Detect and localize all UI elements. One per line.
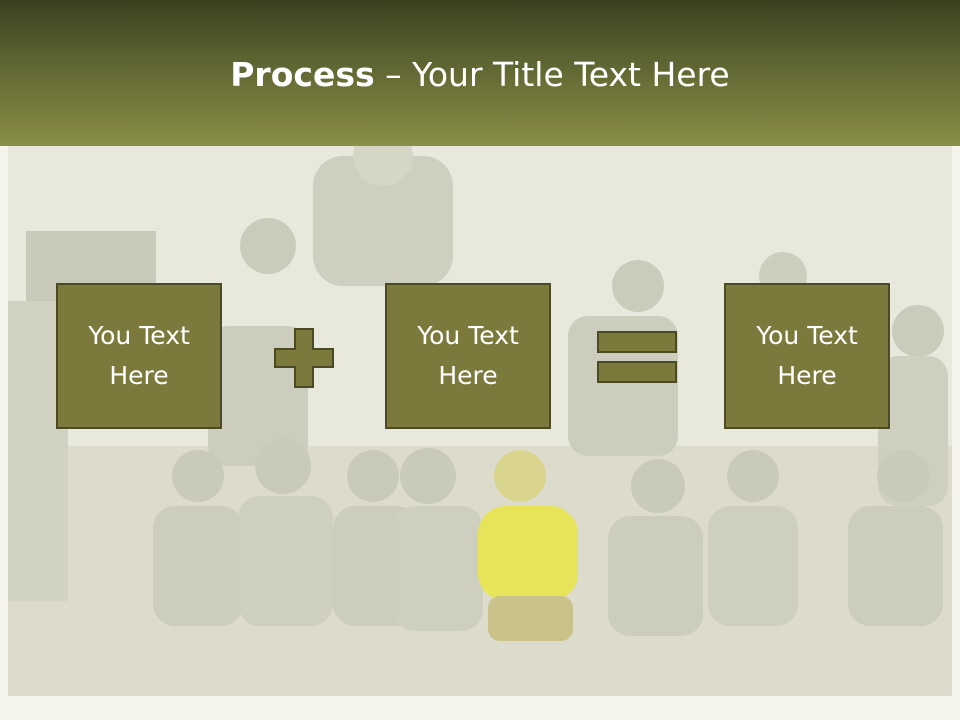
- process-box-2-text: You Text Here: [417, 321, 519, 390]
- title-rest: – Your Title Text Here: [374, 55, 730, 94]
- page-title: Process – Your Title Text Here: [0, 52, 960, 98]
- header-bar: [0, 0, 960, 146]
- process-box-2: You Text Here: [385, 283, 551, 429]
- process-box-1-text: You Text Here: [88, 321, 190, 390]
- title-bold: Process: [230, 55, 375, 94]
- plus-icon: [273, 327, 335, 389]
- equals-icon: [597, 331, 677, 385]
- process-box-3-text: You Text Here: [756, 321, 858, 390]
- process-box-1: You Text Here: [56, 283, 222, 429]
- process-box-3: You Text Here: [724, 283, 890, 429]
